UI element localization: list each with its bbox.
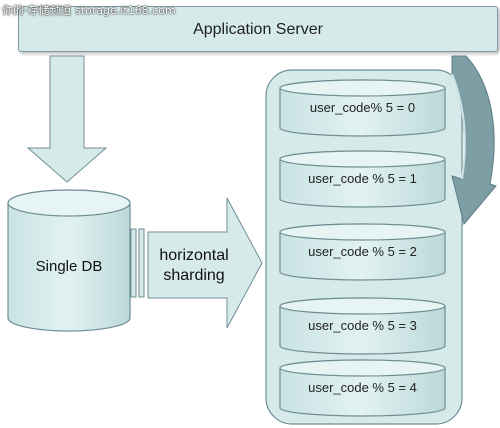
shard-cylinder	[279, 359, 446, 417]
sharding-line-1: horizontal	[159, 247, 229, 264]
curved-arrow-inner	[451, 73, 466, 180]
application-server-label: Application Server	[193, 21, 323, 38]
shard-label: user_code% 5 = 0	[309, 100, 416, 115]
sharding-line-2: sharding	[163, 267, 225, 284]
shard-label: user_code % 5 = 2	[308, 244, 417, 259]
single-db-label: Single DB	[35, 258, 103, 275]
shard-cylinder	[279, 79, 446, 137]
shard-label: user_code % 5 = 4	[308, 380, 417, 395]
horizontal-sharding-label: horizontal sharding	[150, 246, 238, 286]
single-db-cylinder	[7, 189, 131, 332]
break-bar	[130, 228, 137, 298]
watermark-text: 你的·存储频道 storage.it168.com	[2, 4, 176, 17]
break-bar	[138, 228, 145, 298]
down-arrow-icon	[26, 55, 108, 183]
shard-label: user_code % 5 = 3	[308, 318, 417, 333]
sharding-arrow-icon	[147, 197, 263, 329]
application-server-box: Application Server	[18, 6, 498, 52]
shard-cylinder	[279, 297, 446, 355]
shard-cylinder	[279, 150, 446, 208]
shard-label: user_code % 5 = 1	[308, 171, 417, 186]
shard-cylinder	[279, 223, 446, 281]
